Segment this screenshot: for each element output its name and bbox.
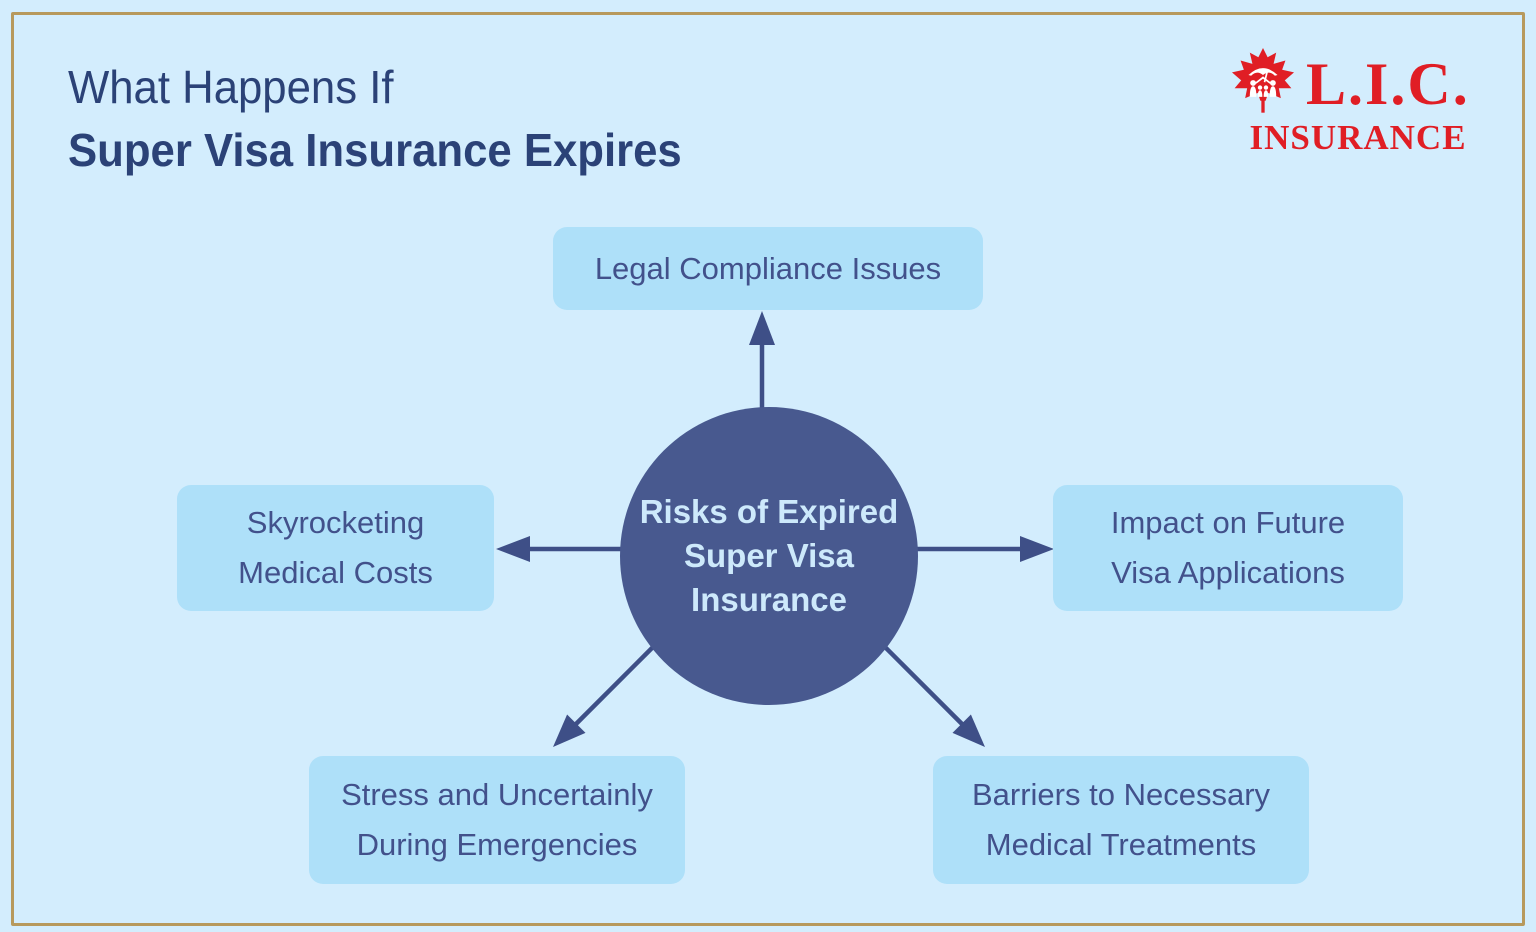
arrow-to-bottom-left-node	[553, 644, 656, 747]
page-title-line1: What Happens If	[68, 61, 394, 113]
arrow-to-left-node	[496, 536, 624, 562]
node-stress-emergencies-line1: Stress and Uncertainly	[341, 777, 653, 812]
center-node-risks: Risks of Expired Super Visa Insurance	[620, 407, 918, 705]
company-logo: L.I.C. INSURANCE	[1224, 48, 1492, 157]
center-node-line2: Super Visa	[684, 537, 854, 574]
arrow-to-top-node	[749, 311, 775, 410]
node-treatment-barriers-line2: Medical Treatments	[985, 827, 1257, 862]
arrow-to-bottom-right-node	[882, 644, 985, 747]
page-title-line2: Super Visa Insurance Expires	[68, 124, 682, 177]
node-treatment-barriers-line1: Barriers to Necessary	[971, 777, 1271, 812]
maple-leaf-icon	[1224, 48, 1302, 119]
node-legal-compliance-label: Legal Compliance Issues	[594, 250, 942, 286]
node-medical-costs: Skyrocketing Medical Costs	[177, 485, 494, 611]
node-treatment-barriers: Barriers to Necessary Medical Treatments	[933, 756, 1309, 884]
logo-acronym: L.I.C.	[1306, 50, 1470, 117]
center-node-line3: Insurance	[691, 581, 847, 618]
node-stress-emergencies-line2: During Emergencies	[356, 827, 638, 862]
node-medical-costs-line1: Skyrocketing	[246, 505, 425, 540]
node-stress-emergencies: Stress and Uncertainly During Emergencie…	[309, 756, 685, 884]
node-legal-compliance: Legal Compliance Issues	[553, 227, 983, 310]
logo-top-row: L.I.C.	[1224, 48, 1492, 119]
node-medical-costs-line2: Medical Costs	[238, 555, 433, 590]
node-visa-applications-line1: Impact on Future	[1110, 505, 1346, 540]
center-node-line1: Risks of Expired	[639, 493, 899, 530]
node-visa-applications: Impact on Future Visa Applications	[1053, 485, 1403, 611]
arrow-to-right-node	[914, 536, 1054, 562]
page-title: What Happens If Super Visa Insurance Exp…	[68, 56, 682, 183]
node-visa-applications-line2: Visa Applications	[1111, 555, 1345, 590]
logo-word: INSURANCE	[1249, 118, 1467, 157]
